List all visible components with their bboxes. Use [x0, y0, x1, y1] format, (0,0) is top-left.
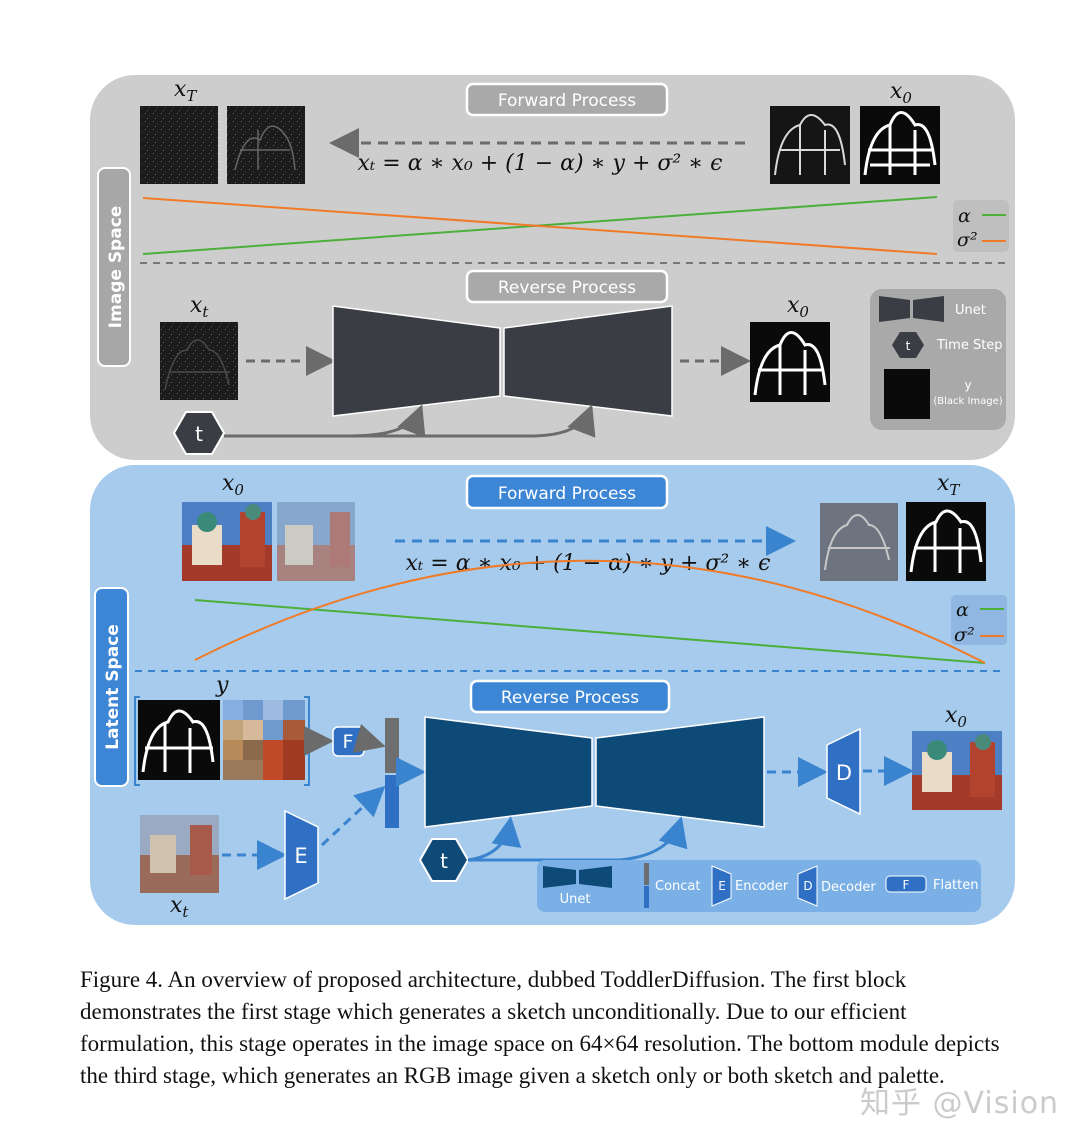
- watermark: 知乎 @Vision: [860, 1086, 1060, 1121]
- legend-decoder-icon: [797, 865, 818, 907]
- sketch-condition-image: [138, 700, 220, 780]
- key-y-sub: (Black Image): [933, 396, 1002, 407]
- unet-decoder-bottom: [595, 716, 765, 828]
- flatten-to-concat-arrow: [352, 723, 386, 753]
- rgb-image-x0: [182, 502, 272, 581]
- reverse-process-label: Reverse Process: [498, 278, 636, 298]
- decoder-block: [826, 727, 861, 816]
- palette-condition-image: [223, 700, 305, 780]
- label-y: y: [215, 673, 229, 698]
- forward-process-button: [465, 82, 669, 117]
- alpha-curve-bottom: [194, 599, 986, 664]
- architecture-diagram: Image Space Forward Process xT xₜ = α ∗ …: [90, 75, 1015, 925]
- faded-sketch-image: [820, 503, 898, 581]
- sigma-curve-top: [142, 197, 938, 255]
- legend-encoder-glyph: E: [718, 879, 726, 893]
- noisy-latent-image-xt: [140, 815, 219, 893]
- key-timestep-label: Time Step: [936, 338, 1003, 353]
- sketch-clean-lines: [863, 111, 937, 176]
- curve-legend-bottom: [951, 595, 1007, 645]
- legend-encoder-icon: [711, 865, 732, 907]
- legend-decoder-label: Decoder: [821, 880, 876, 895]
- image-space-side-tab: [97, 167, 131, 367]
- key-timestep-glyph: t: [906, 339, 911, 353]
- timestep-arrow-2-bottom: [468, 816, 688, 862]
- rgb-image-blurred: [277, 502, 355, 581]
- concat-bar-gray: [385, 718, 399, 773]
- key-black-image: [884, 369, 930, 419]
- forward-process-label-bottom: Forward Process: [498, 484, 636, 504]
- legend-flatten-glyph: F: [903, 878, 910, 892]
- legend-concat-label: Concat: [655, 879, 700, 894]
- noisy-input-lines: [164, 339, 230, 391]
- latent-space-side-tab: [94, 587, 129, 787]
- legend-unet-decoder-icon: [579, 866, 612, 888]
- concat-bar-blue: [385, 775, 399, 828]
- faint-sketch-lines: [234, 125, 296, 171]
- legend-encoder-label: Encoder: [735, 879, 789, 894]
- timestep-arrow-2-top: [350, 404, 596, 438]
- reverse-process-button-bottom: [469, 679, 671, 714]
- reverse-process-button: [465, 269, 669, 304]
- legend-flatten-icon: [885, 875, 927, 893]
- legend-sigma-top: σ²: [957, 229, 978, 251]
- forward-process-button-bottom: [465, 474, 669, 510]
- forward-process-label: Forward Process: [498, 91, 636, 111]
- key-unet-label: Unet: [955, 303, 986, 318]
- forward-equation: xₜ = α ∗ x₀ + (1 − α) ∗ y + σ² ∗ ϵ: [357, 151, 722, 176]
- timestep-label-bottom: t: [440, 849, 448, 873]
- timestep-label-top: t: [195, 422, 203, 446]
- legend-unet-encoder-icon: [543, 866, 576, 888]
- legend-sigma-bottom: σ²: [954, 624, 975, 646]
- unet-decoder-top: [503, 305, 673, 417]
- legend-alpha-bottom: α: [956, 599, 969, 621]
- image-space-label: Image Space: [106, 206, 126, 329]
- key-y-label: y: [964, 378, 971, 392]
- forward-equation-bottom: xₜ = α ∗ x₀ + (1 − α) ∗ y + σ² ∗ ϵ: [405, 551, 770, 576]
- key-unet-decoder-icon: [913, 296, 944, 322]
- sketch-noisy-lines: [774, 114, 846, 176]
- legend-unet-label: Unet: [560, 892, 591, 907]
- legend-concat-icon-blue: [644, 886, 649, 908]
- unet-encoder-top: [332, 305, 501, 417]
- figure-caption: Figure 4. An overview of proposed archit…: [80, 967, 1000, 1088]
- legend-flatten-label: Flatten: [933, 878, 979, 893]
- timestep-hexagon-bottom: [418, 838, 470, 882]
- flatten-glyph: F: [343, 731, 354, 753]
- sigma-curve-bottom: [194, 559, 986, 664]
- noisy-input-xt: [160, 322, 238, 400]
- reverse-process-label-bottom: Reverse Process: [501, 688, 639, 708]
- timestep-hexagon-top: [172, 411, 226, 455]
- sketch-image-xT: [906, 502, 986, 581]
- decoder-glyph: D: [836, 761, 852, 785]
- sketch-output-lines: [753, 331, 827, 396]
- sketch-noisy: [770, 106, 850, 184]
- key-timestep-icon: [892, 332, 924, 358]
- latent-space-label: Latent Space: [103, 624, 123, 750]
- curve-legend-top: [953, 200, 1009, 252]
- encoder-block: [284, 809, 319, 901]
- key-unet-encoder-icon: [879, 296, 910, 322]
- noise-image-partial: [227, 106, 305, 184]
- unet-encoder-bottom: [424, 716, 593, 828]
- bracket-left: [134, 696, 140, 786]
- legend-concat-icon-gray: [644, 863, 649, 885]
- encoder-glyph: E: [294, 844, 307, 868]
- legend-decoder-glyph: D: [803, 879, 812, 893]
- legend-alpha-top: α: [958, 205, 971, 227]
- noise-image-xT: [140, 106, 218, 184]
- rgb-output-image: [912, 731, 1002, 810]
- sketch-clean: [860, 106, 940, 184]
- encoder-to-concat-arrow: [320, 785, 386, 847]
